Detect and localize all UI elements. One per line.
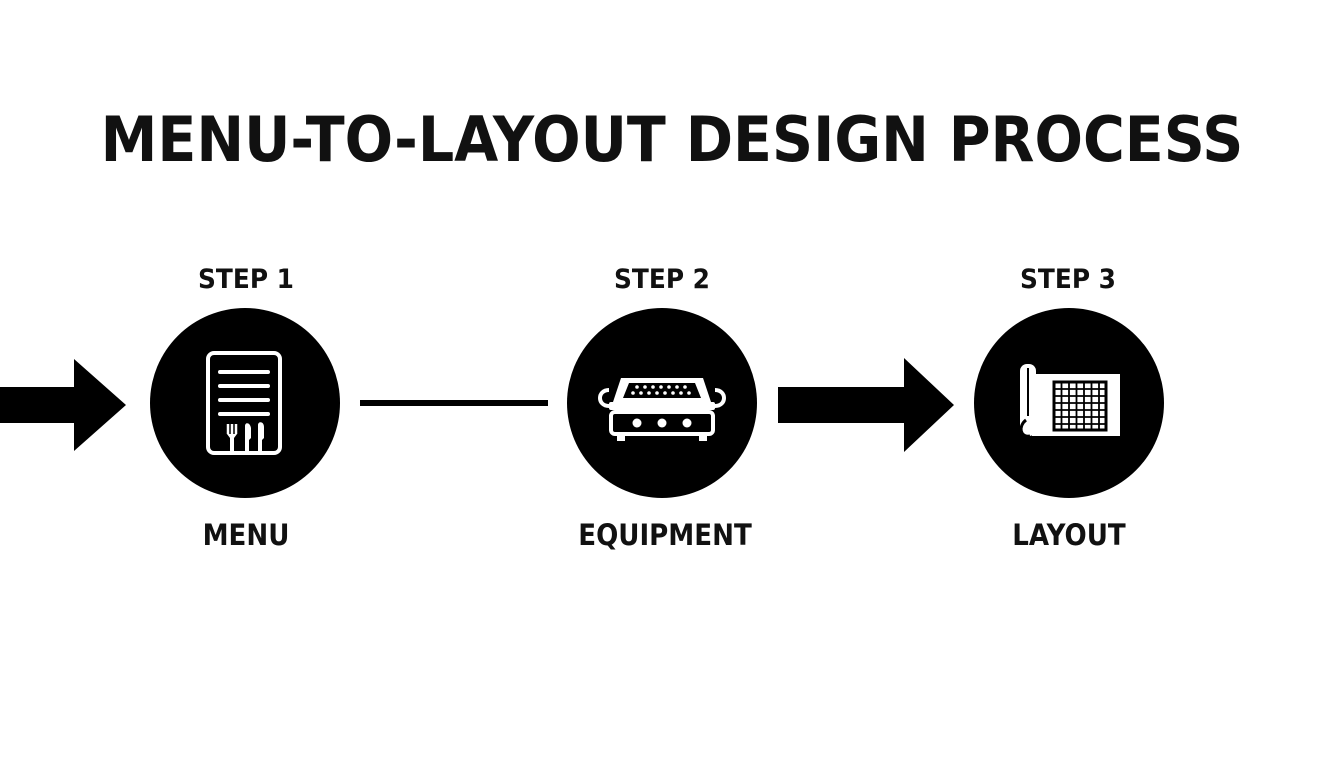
- floor-plan-icon: [1019, 364, 1120, 438]
- step-2-label: STEP 2: [614, 264, 710, 295]
- step-1-name: MENU: [202, 518, 290, 552]
- step-2-circle: [567, 308, 757, 498]
- step-2-name: EQUIPMENT: [578, 518, 752, 552]
- step-1-circle: [150, 308, 340, 498]
- entry-arrow-icon: [0, 359, 126, 451]
- step-3-circle: [974, 308, 1164, 498]
- grill-icon: [598, 378, 726, 441]
- step-3-name: LAYOUT: [1012, 518, 1126, 552]
- step-1-label: STEP 1: [198, 264, 294, 295]
- menu-card-icon: [206, 351, 282, 455]
- arrow-right-icon: [778, 358, 954, 452]
- step-3-label: STEP 3: [1020, 264, 1116, 295]
- page-title: MENU-TO-LAYOUT DESIGN PROCESS: [100, 103, 1244, 176]
- connector-line: [360, 400, 548, 406]
